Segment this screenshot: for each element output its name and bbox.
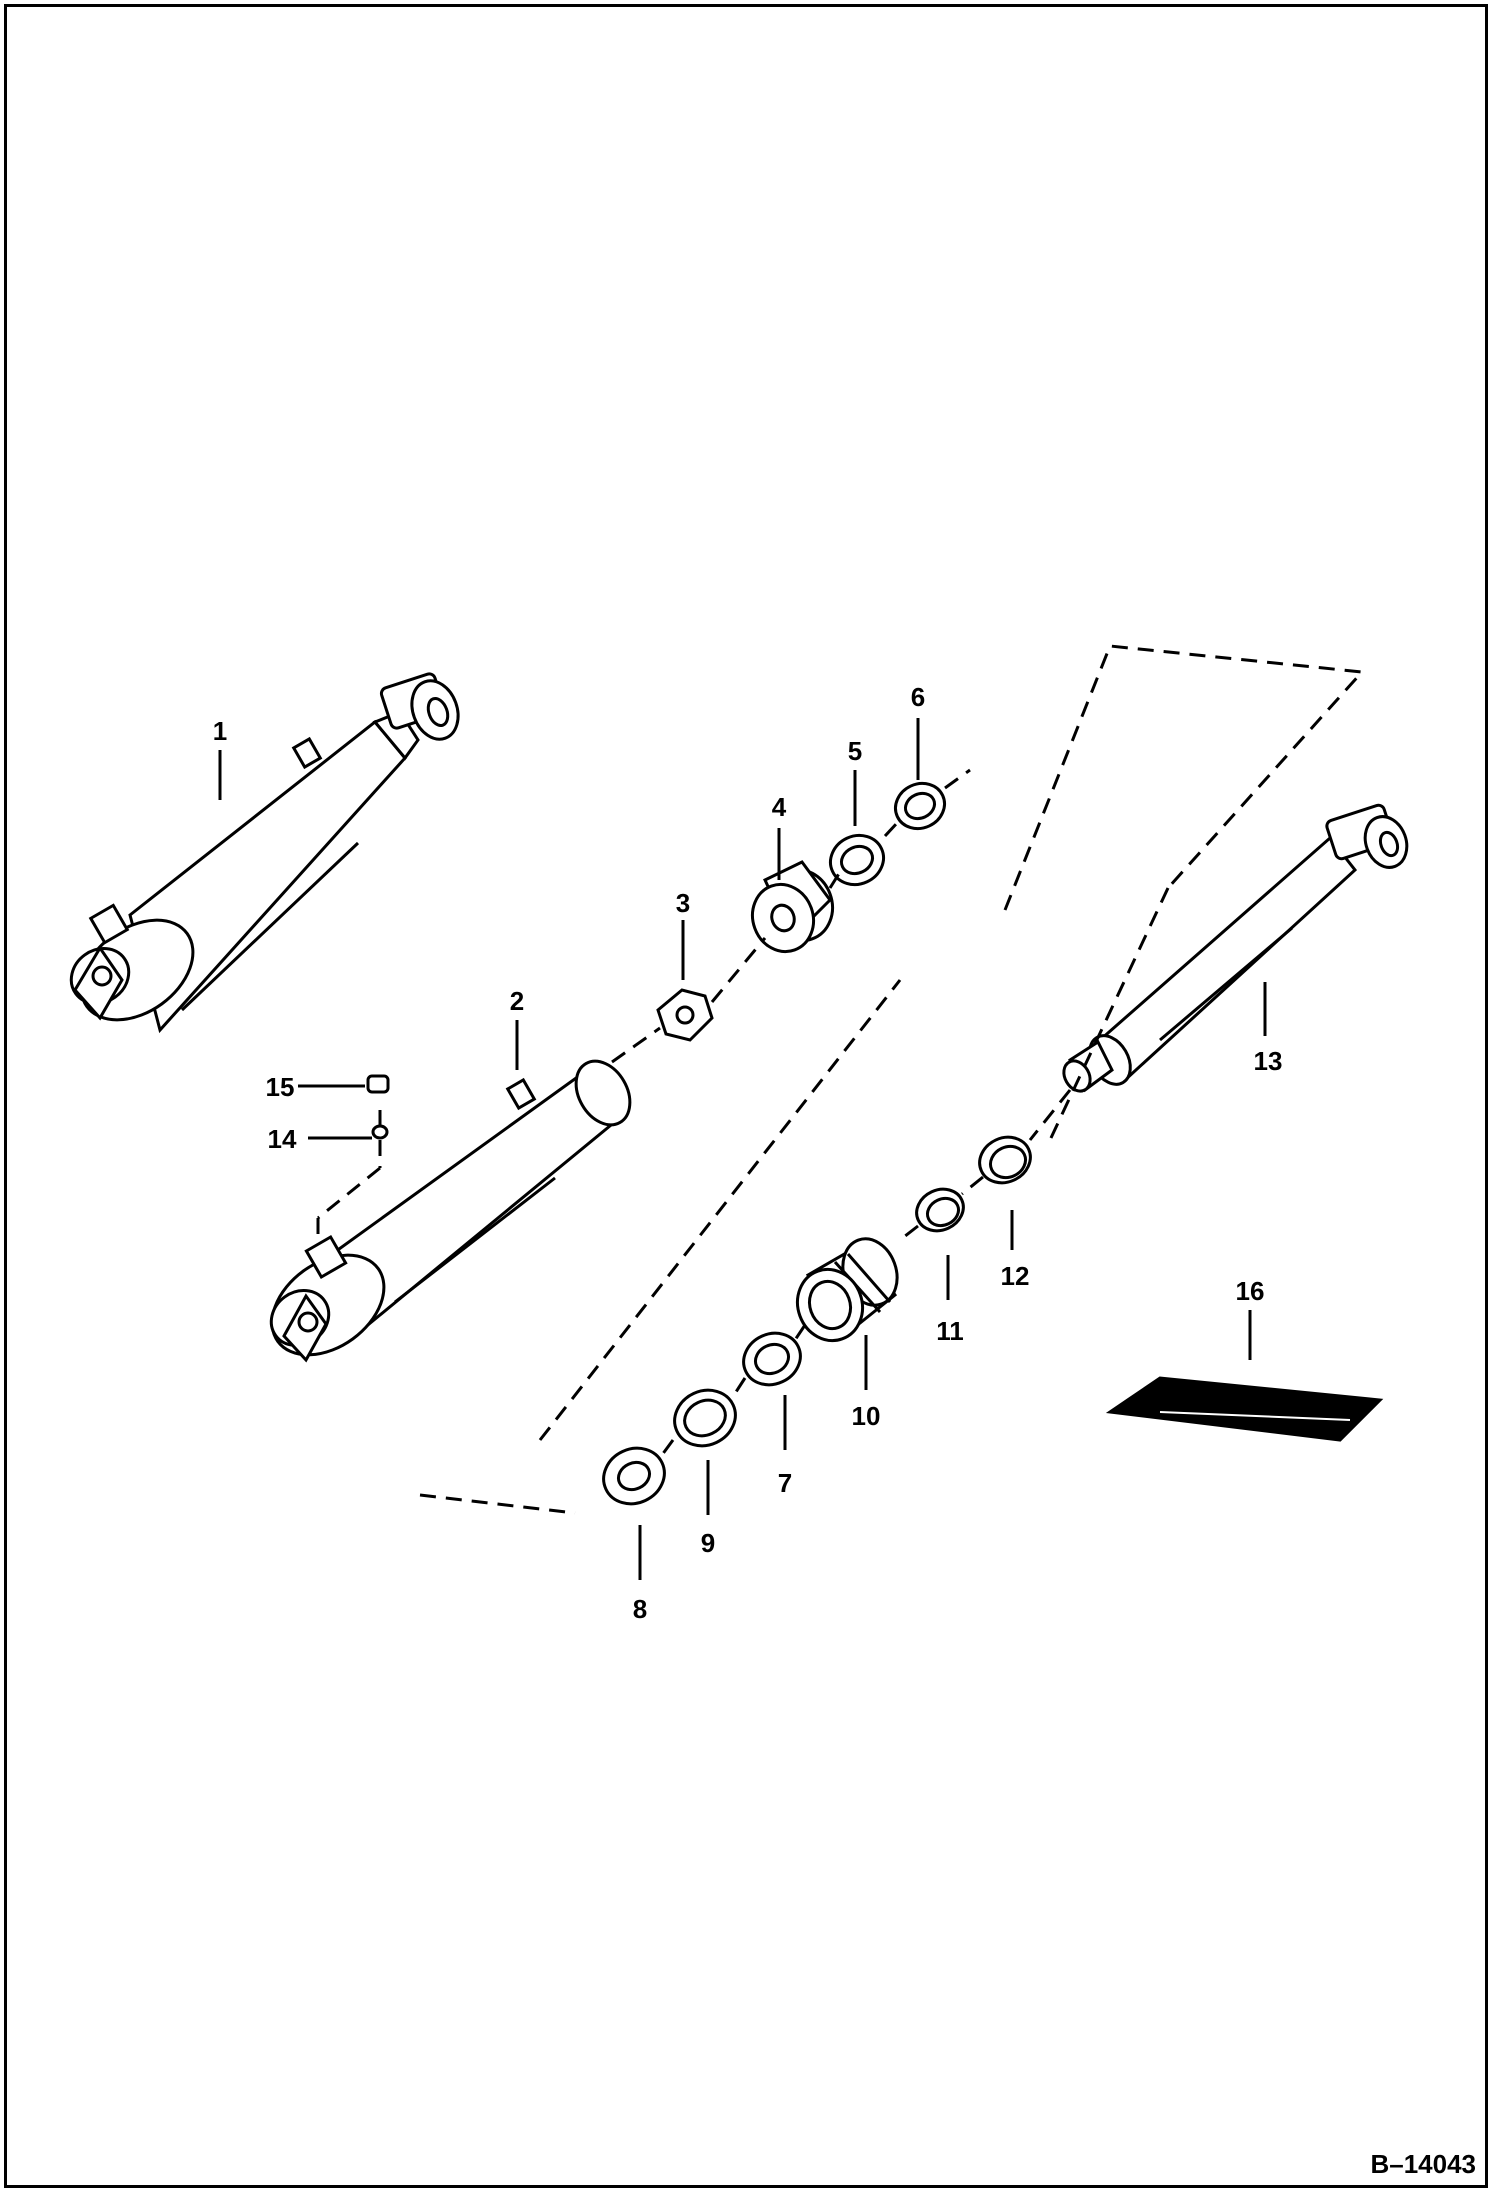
callout-14: 14 xyxy=(268,1124,297,1154)
callout-9: 9 xyxy=(701,1528,715,1558)
callout-labels: 1 2 3 4 5 6 7 8 9 10 11 12 13 14 15 16 xyxy=(213,682,1283,1624)
callout-6: 6 xyxy=(911,682,925,712)
part-5-seal xyxy=(829,833,885,887)
part-12-wear-ring xyxy=(978,1135,1032,1185)
callout-2: 2 xyxy=(510,986,524,1016)
part-7-seal xyxy=(742,1331,802,1387)
part-15-cap xyxy=(366,1074,390,1094)
page-border xyxy=(4,4,1488,2188)
part-13-rod xyxy=(1062,803,1409,1093)
part-11-ring xyxy=(915,1187,965,1233)
part-3-nut xyxy=(656,988,714,1042)
callout-13: 13 xyxy=(1254,1046,1283,1076)
part-9-seal xyxy=(673,1388,737,1448)
part-10-gland xyxy=(796,1237,899,1343)
part-14-fitting xyxy=(371,1124,389,1140)
callout-16: 16 xyxy=(1236,1276,1265,1306)
callout-3: 3 xyxy=(676,888,690,918)
callout-15: 15 xyxy=(266,1072,295,1102)
part-1-cylinder-assembly xyxy=(69,672,460,1034)
leader-lines xyxy=(218,718,1267,1580)
part-16-seal-kit xyxy=(1105,1376,1384,1442)
assembly-axis-lines xyxy=(316,768,1072,1456)
drawing-number: B–14043 xyxy=(1370,2149,1476,2179)
callout-1: 1 xyxy=(213,716,227,746)
callout-7: 7 xyxy=(778,1468,792,1498)
seal-kit-outline xyxy=(419,644,1366,1515)
part-6-ring xyxy=(894,781,946,831)
part-8-seal xyxy=(602,1446,666,1506)
part-2-barrel xyxy=(269,1059,632,1363)
part-4-piston xyxy=(751,860,834,954)
callout-8: 8 xyxy=(633,1594,647,1624)
callout-5: 5 xyxy=(848,736,862,766)
callout-10: 10 xyxy=(852,1401,881,1431)
callout-11: 11 xyxy=(936,1316,964,1346)
callout-4: 4 xyxy=(772,792,787,822)
callout-12: 12 xyxy=(1001,1261,1030,1291)
